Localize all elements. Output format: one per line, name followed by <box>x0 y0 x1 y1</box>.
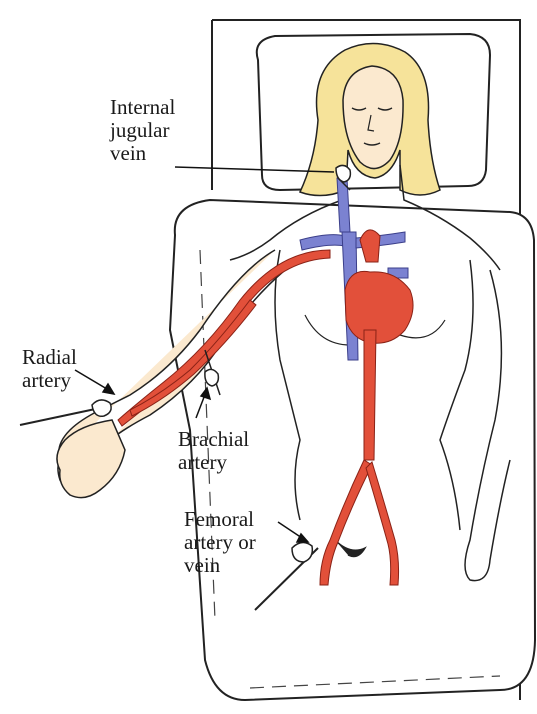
radial-arrowhead <box>103 384 114 394</box>
label-brachial-artery: Brachial artery <box>178 428 249 474</box>
left-hand <box>57 420 125 498</box>
label-femoral-artery-or-vein: Femoral artery or vein <box>184 508 256 577</box>
femoral-dressing <box>292 542 312 562</box>
radial-dressing <box>92 400 111 416</box>
label-radial-artery: Radial artery <box>22 346 77 392</box>
heart <box>345 271 413 343</box>
label-internal-jugular-vein: Internal jugular vein <box>110 96 175 165</box>
descending-aorta <box>364 330 376 460</box>
brachial-dressing <box>205 369 219 386</box>
